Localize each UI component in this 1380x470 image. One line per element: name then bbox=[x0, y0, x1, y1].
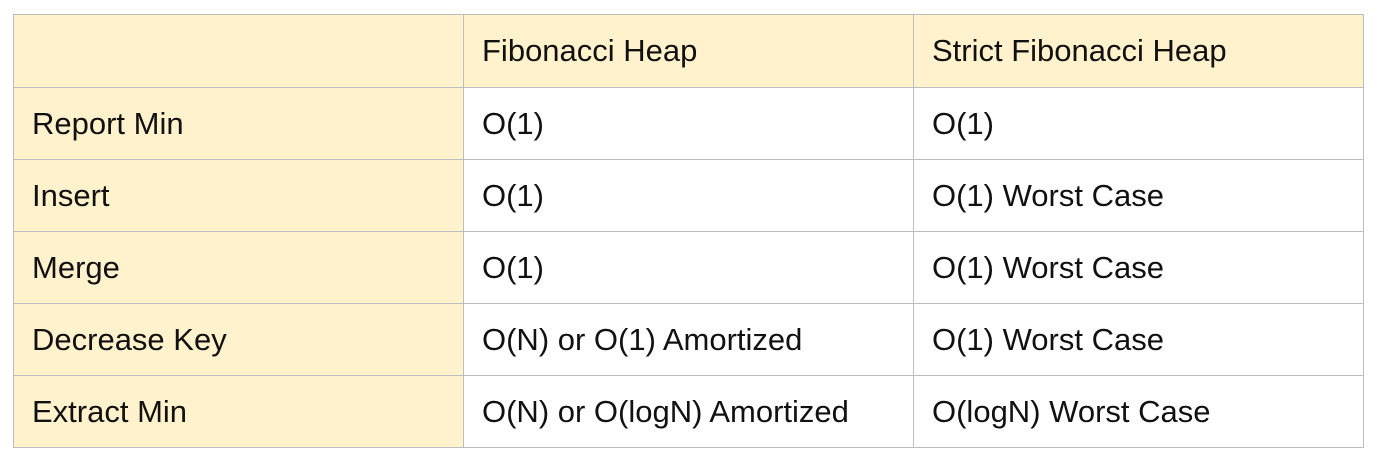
table-row: Insert O(1) O(1) Worst Case bbox=[13, 159, 1364, 232]
cell-fibonacci-report-min: O(1) bbox=[463, 87, 914, 160]
comparison-table: Fibonacci Heap Strict Fibonacci Heap Rep… bbox=[13, 14, 1364, 448]
row-label-merge: Merge bbox=[13, 231, 464, 304]
header-corner-cell bbox=[13, 14, 464, 88]
header-row: Fibonacci Heap Strict Fibonacci Heap bbox=[13, 14, 1364, 88]
row-label-decrease-key: Decrease Key bbox=[13, 303, 464, 376]
cell-fibonacci-extract-min: O(N) or O(logN) Amortized bbox=[463, 375, 914, 448]
cell-fibonacci-merge: O(1) bbox=[463, 231, 914, 304]
cell-strict-extract-min: O(logN) Worst Case bbox=[913, 375, 1364, 448]
table-row: Report Min O(1) O(1) bbox=[13, 87, 1364, 160]
cell-fibonacci-decrease-key: O(N) or O(1) Amortized bbox=[463, 303, 914, 376]
cell-strict-report-min: O(1) bbox=[913, 87, 1364, 160]
row-label-report-min: Report Min bbox=[13, 87, 464, 160]
table-row: Merge O(1) O(1) Worst Case bbox=[13, 231, 1364, 304]
table-row: Decrease Key O(N) or O(1) Amortized O(1)… bbox=[13, 303, 1364, 376]
row-label-extract-min: Extract Min bbox=[13, 375, 464, 448]
cell-strict-decrease-key: O(1) Worst Case bbox=[913, 303, 1364, 376]
cell-strict-merge: O(1) Worst Case bbox=[913, 231, 1364, 304]
header-strict-fibonacci-heap: Strict Fibonacci Heap bbox=[913, 14, 1364, 88]
table-row: Extract Min O(N) or O(logN) Amortized O(… bbox=[13, 375, 1364, 448]
header-fibonacci-heap: Fibonacci Heap bbox=[463, 14, 914, 88]
cell-fibonacci-insert: O(1) bbox=[463, 159, 914, 232]
cell-strict-insert: O(1) Worst Case bbox=[913, 159, 1364, 232]
row-label-insert: Insert bbox=[13, 159, 464, 232]
